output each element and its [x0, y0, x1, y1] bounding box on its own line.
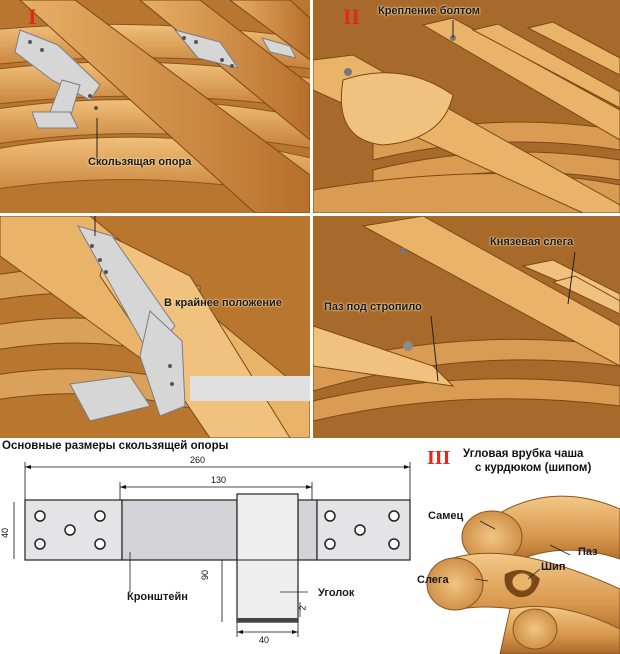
- label-angle: Уголок: [318, 587, 355, 599]
- panel-sliding-support: I Скользящая опора: [0, 0, 310, 213]
- dim-90: 90: [200, 569, 211, 581]
- label-extreme-position: В крайнее положение: [164, 297, 282, 309]
- dim-2: 2: [297, 605, 308, 611]
- ridge-log-illustration: [313, 216, 620, 438]
- dim-260: 260: [190, 455, 206, 465]
- dim-40-bottom: 40: [259, 635, 270, 645]
- joint-title-line2: с курдюком (шипом): [475, 462, 592, 474]
- joint-title-line1: Угловая врубка чаша: [463, 448, 584, 460]
- label-sliding-support: Скользящая опора: [88, 156, 192, 168]
- panel-number-i: I: [28, 4, 37, 29]
- label-bracket: Кронштейн: [127, 591, 188, 603]
- dim-130: 130: [211, 475, 227, 485]
- label-ridge-log: Князевая слега: [490, 236, 574, 248]
- dim-40-height: 40: [0, 527, 11, 539]
- label-rafter-groove: Паз под стропило: [324, 301, 422, 313]
- panel-extreme-position: В крайнее положение: [0, 216, 310, 438]
- corner-joint-illustration: [426, 495, 620, 654]
- panel-number-iii: III: [427, 447, 451, 469]
- sliding-support-drawing: [13, 462, 411, 637]
- panel-bolt-fastening: II Крепление болтом: [313, 0, 620, 213]
- label-male-log: Самец: [428, 510, 464, 522]
- extreme-position-illustration: [0, 216, 310, 438]
- label-tenon: Шип: [541, 561, 566, 573]
- label-log: Слега: [417, 574, 449, 586]
- drawing-title: Основные размеры скользящей опоры: [2, 440, 229, 452]
- panel-ridge-log: Князевая слега Паз под стропило: [313, 216, 620, 438]
- label-bolt-fastening: Крепление болтом: [378, 5, 480, 17]
- bolt-fastening-illustration: [313, 0, 620, 213]
- sliding-support-illustration: [0, 0, 310, 213]
- label-joint-groove: Паз: [578, 546, 598, 558]
- panel-number-ii: II: [343, 4, 361, 29]
